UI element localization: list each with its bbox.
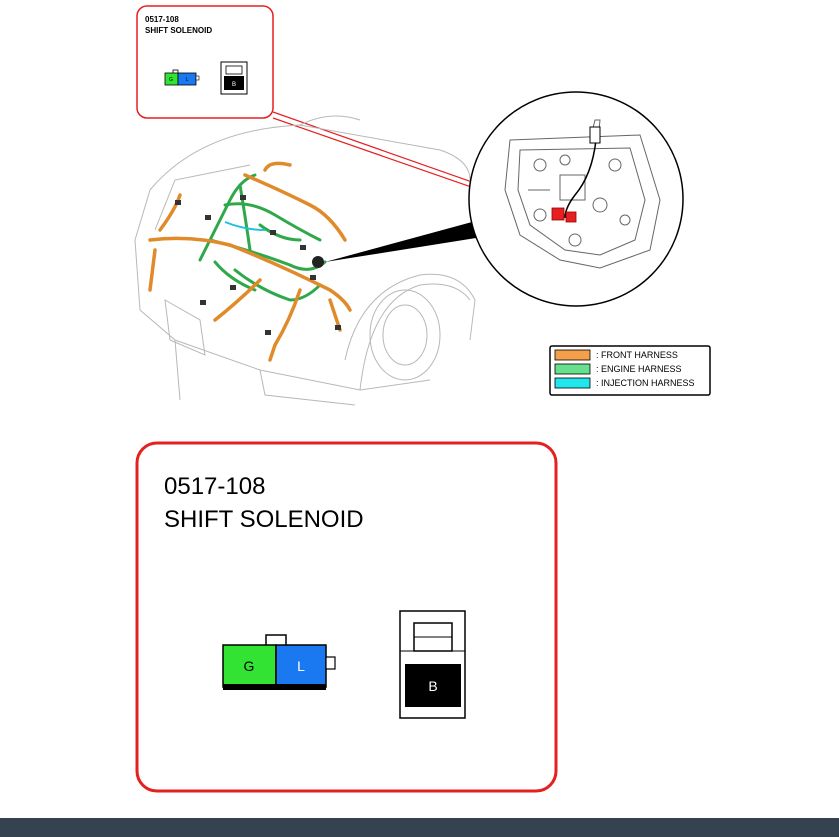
small-pin-g: G: [169, 77, 173, 83]
connector-name: SHIFT SOLENOID: [164, 506, 364, 533]
connector-code: 0517-108: [164, 473, 265, 500]
pin-label-b: B: [428, 678, 437, 694]
small-connector-name: SHIFT SOLENOID: [145, 26, 212, 35]
pin-b-cavity: [405, 664, 461, 707]
connector-icon: G L: [222, 634, 336, 690]
legend-swatch-injection: [554, 377, 591, 389]
small-mating-connector-icon: B: [220, 61, 248, 95]
small-connector-code: 0517-108: [145, 15, 179, 24]
engine-harness: [198, 173, 327, 302]
small-pin-b: B: [232, 82, 236, 88]
small-pin-l: L: [186, 77, 189, 83]
legend-label-engine: : ENGINE HARNESS: [596, 364, 682, 374]
valve-body-detail-icon: [468, 91, 684, 307]
footer-bar: [0, 818, 839, 837]
legend-label-front: : FRONT HARNESS: [596, 350, 678, 360]
detail-pointer: [325, 222, 476, 262]
pin-label-l: L: [297, 658, 305, 674]
small-connector-icon: G L: [164, 69, 200, 86]
mating-connector-icon: B: [399, 610, 466, 719]
pin-l-cavity: [275, 644, 327, 688]
legend-swatch-front: [554, 349, 591, 361]
car-engine-bay-icon: [134, 115, 476, 406]
legend-swatch-engine: [554, 363, 591, 375]
small-callout: 0517-108 SHIFT SOLENOID G L B: [136, 5, 274, 119]
injection-harness: [224, 221, 266, 231]
legend-label-injection: : INJECTION HARNESS: [596, 378, 695, 388]
large-callout: 0517-108 SHIFT SOLENOID G L B: [135, 441, 558, 793]
harness-legend: : FRONT HARNESS : ENGINE HARNESS : INJEC…: [549, 345, 711, 396]
harness-connectors: [175, 195, 341, 335]
pin-label-g: G: [244, 658, 255, 674]
